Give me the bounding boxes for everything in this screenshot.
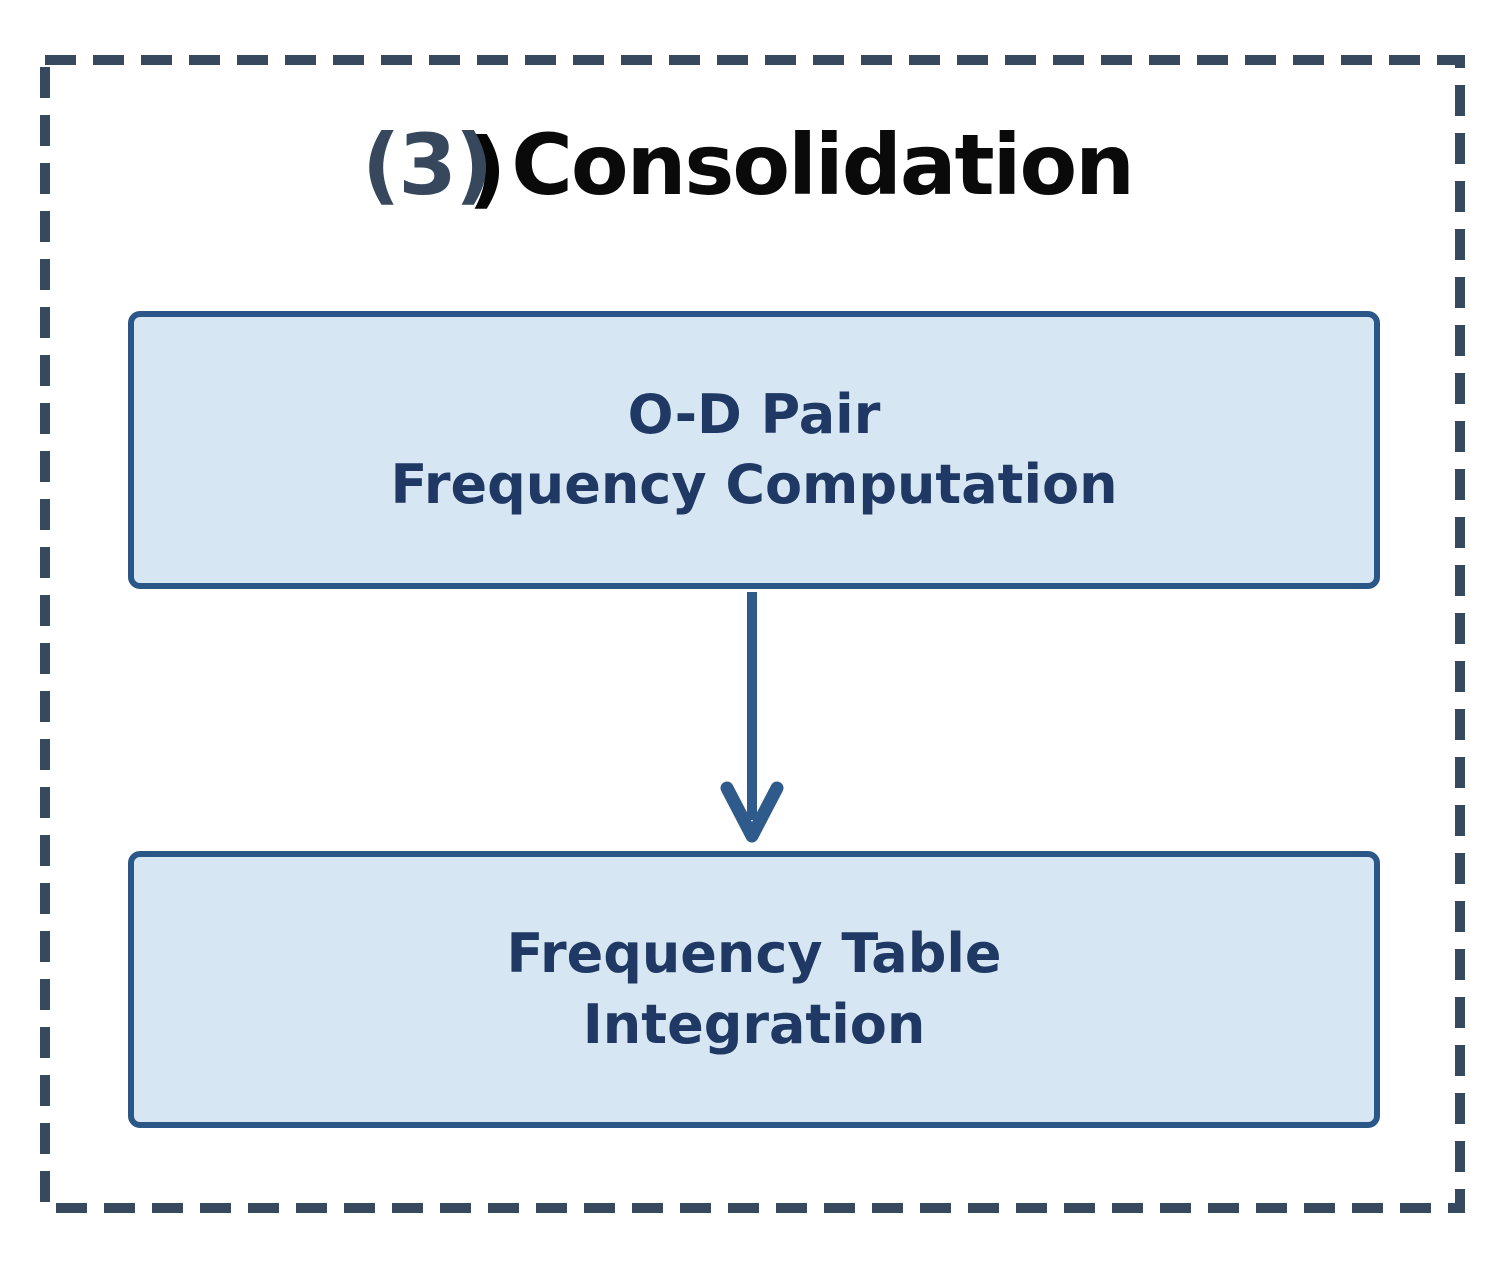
dashed-frame <box>40 55 1465 1213</box>
section-number-text: (3) <box>362 116 493 214</box>
node-line: Frequency Computation <box>390 453 1118 516</box>
section-number: ) (3) <box>362 116 506 218</box>
node-line: O-D Pair <box>627 382 881 446</box>
node-line: Integration <box>582 992 926 1056</box>
flow-arrow-head <box>720 781 784 843</box>
node-frequency-table-integration: Frequency Table Integration <box>128 851 1380 1128</box>
section-number-echo: ) <box>467 120 506 218</box>
node-od-pair-frequency-computation: O-D Pair Frequency Computation <box>128 311 1380 589</box>
section-title: ) (3) Consolidation <box>0 116 1495 218</box>
node-line: Frequency Table <box>506 922 1002 986</box>
section-title-label: Consolidation <box>511 116 1135 214</box>
